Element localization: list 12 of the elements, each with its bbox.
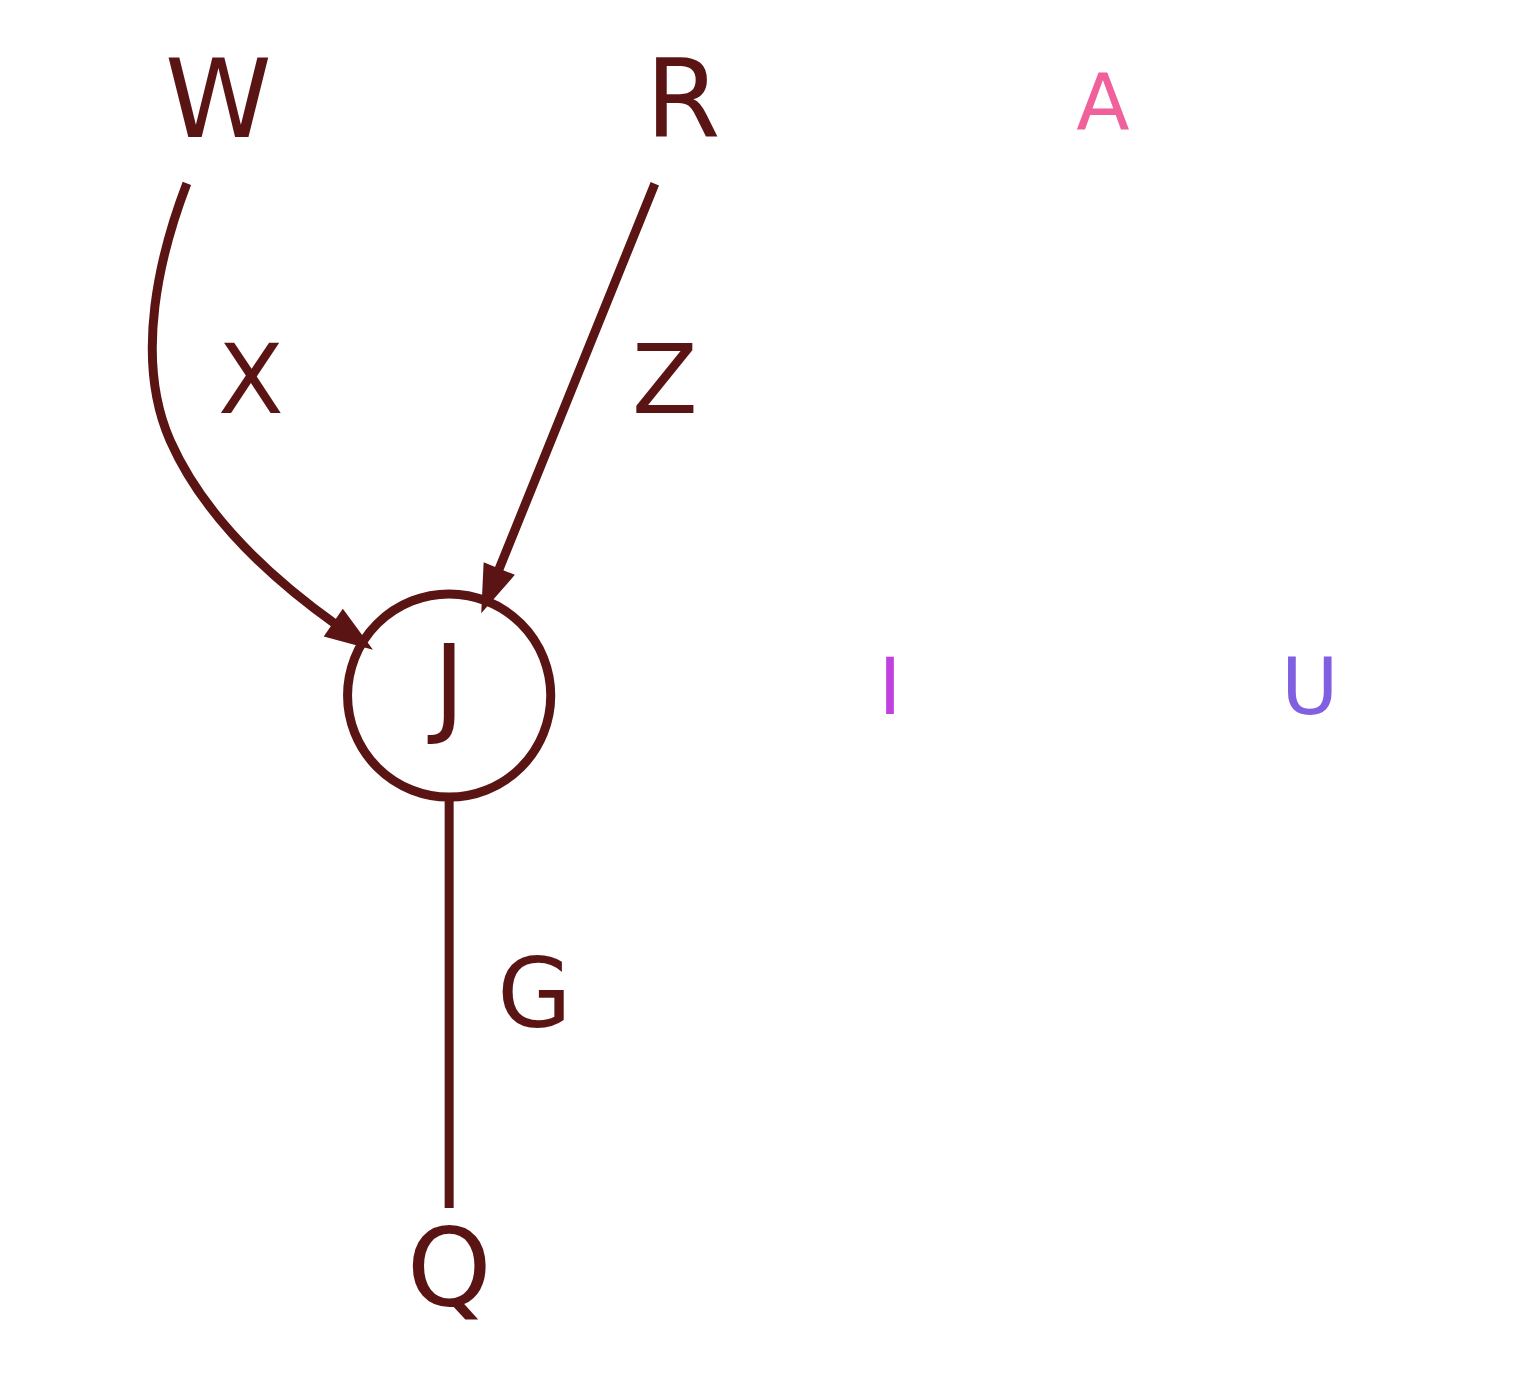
edge-label: Z	[631, 323, 698, 436]
node-text: R	[645, 36, 721, 162]
node-circle: J	[342, 588, 555, 802]
node-text: W	[164, 36, 272, 162]
edge-label: G	[496, 937, 572, 1050]
label: U	[1280, 641, 1338, 732]
arrow	[147, 181, 373, 650]
label: A	[1075, 57, 1129, 148]
label: I	[877, 641, 901, 732]
arrow	[480, 181, 659, 613]
edge-label: X	[217, 323, 284, 436]
node-text: Q	[406, 1205, 492, 1331]
